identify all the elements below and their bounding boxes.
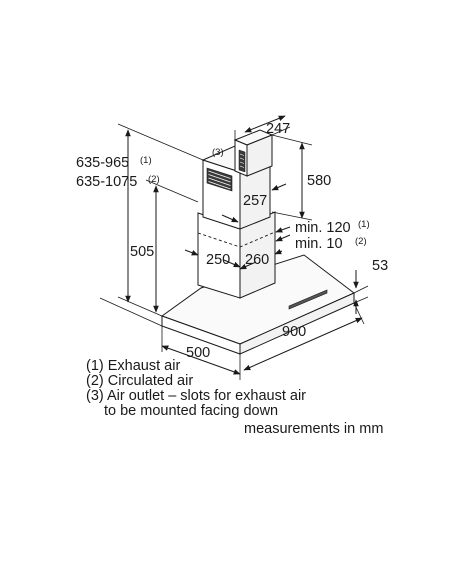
chimney-inner-width-label: 257 bbox=[243, 193, 267, 209]
canopy-width-dim-line bbox=[243, 317, 363, 371]
lower-chimney-depth-label: 260 bbox=[245, 252, 269, 268]
legend-item-circulated-air: (2) Circulated air bbox=[86, 373, 193, 389]
control-panel-strip bbox=[288, 289, 328, 310]
dimension-labels: 635-965 (1) 635-1075 (2) (3) 247 580 257… bbox=[76, 121, 388, 361]
total-height-exhaust-label: 635-965 bbox=[76, 155, 129, 171]
canopy-thickness-label: 53 bbox=[372, 258, 388, 274]
canopy-width-label: 900 bbox=[282, 324, 306, 340]
legend-item-air-outlet: (3) Air outlet – slots for exhaust air bbox=[86, 388, 306, 404]
top-depth-dim-line bbox=[244, 115, 286, 133]
units-note: measurements in mm bbox=[244, 421, 383, 437]
dimension-lines bbox=[99, 115, 369, 380]
total-height-exhaust-ref: (1) bbox=[140, 155, 152, 166]
legend-item-air-outlet-note: to be mounted facing down bbox=[104, 403, 278, 419]
chimney-bracket bbox=[233, 129, 274, 177]
canopy-depth-dim-line bbox=[161, 345, 241, 375]
air-outlet-slots-icon bbox=[206, 167, 233, 192]
chimney-top-depth-label: 247 bbox=[266, 121, 290, 137]
total-height-circulated-label: 635-1075 bbox=[76, 174, 137, 190]
canopy-depth-label: 500 bbox=[186, 345, 210, 361]
min-gap-exhaust-label: min. 120 bbox=[295, 220, 351, 236]
telescopic-overlap-line bbox=[197, 231, 276, 248]
min-gap-circulated-ref: (2) bbox=[355, 236, 367, 247]
min-gap-exhaust-ref: (1) bbox=[358, 219, 370, 230]
lower-chimney-width-label: 250 bbox=[206, 252, 230, 268]
legend: (1) Exhaust air (2) Circulated air (3) A… bbox=[86, 358, 383, 437]
min-gap-circulated-label: min. 10 bbox=[295, 236, 343, 252]
lower-chimney-height-label: 505 bbox=[130, 244, 154, 260]
air-outlet-ref-label: (3) bbox=[212, 147, 224, 158]
chimney-height-label: 580 bbox=[307, 173, 331, 189]
hood-drawing bbox=[160, 129, 355, 355]
total-height-circulated-ref: (2) bbox=[148, 174, 160, 185]
legend-item-exhaust-air: (1) Exhaust air bbox=[86, 358, 180, 374]
